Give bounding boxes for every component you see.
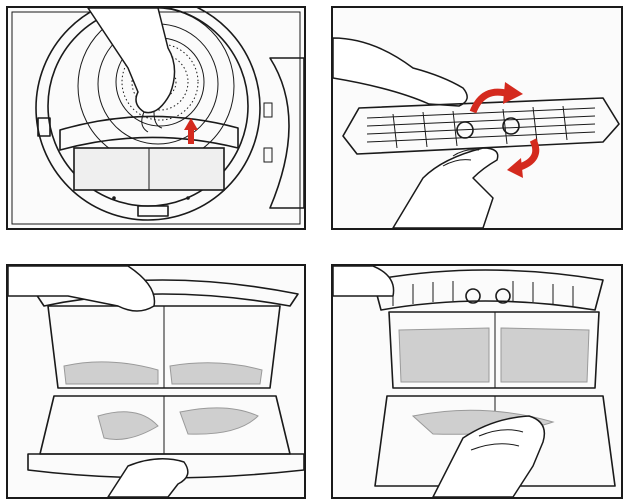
panel-4-illustration xyxy=(333,266,616,497)
lint-deposit xyxy=(398,327,490,383)
filter-lower-half xyxy=(27,395,304,479)
red-arrow-up-icon xyxy=(184,118,198,144)
lint-deposit xyxy=(97,411,159,440)
panel-2-illustration xyxy=(333,37,620,228)
screw-icon xyxy=(112,196,190,200)
panel-3-illustration xyxy=(8,266,304,497)
hand xyxy=(432,415,546,497)
lower-hand xyxy=(392,147,499,228)
drum-perforations xyxy=(121,43,199,121)
door-frame-outer xyxy=(35,8,261,221)
panel-step-4 xyxy=(331,264,623,499)
filter-grille xyxy=(342,97,620,155)
door-hinge-icon xyxy=(263,102,273,163)
lint-deposit xyxy=(500,327,590,383)
panel-1-illustration xyxy=(11,8,304,225)
side-latch xyxy=(37,117,51,137)
open-door xyxy=(269,57,304,209)
filter-handle xyxy=(59,115,239,151)
filter-grille xyxy=(372,269,604,311)
bottom-hand xyxy=(107,458,189,497)
lint-deposit xyxy=(63,361,159,385)
red-rotate-arrow-icon xyxy=(507,138,540,178)
panel-step-1 xyxy=(6,6,306,230)
red-rotate-arrow-icon xyxy=(469,82,523,114)
lint-deposit xyxy=(179,407,259,435)
panel-step-3 xyxy=(6,264,306,499)
filter-upper-half xyxy=(47,305,281,389)
top-hand xyxy=(333,266,395,297)
hand xyxy=(87,8,176,114)
upper-hand xyxy=(333,37,468,107)
panel-step-2 xyxy=(331,6,623,230)
label-plate xyxy=(137,205,169,217)
lint-deposit xyxy=(169,362,263,385)
filter-upper-half xyxy=(388,311,600,389)
top-hand xyxy=(8,266,156,312)
